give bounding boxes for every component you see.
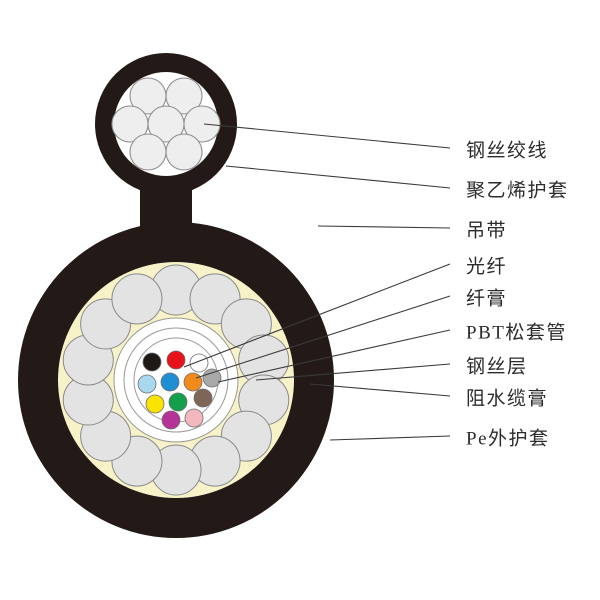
optical-fiber-white xyxy=(189,353,209,373)
leader-line-group xyxy=(183,123,451,441)
leader-line-optical-fiber xyxy=(183,263,451,368)
steel-wire-strand xyxy=(165,77,203,115)
optical-fiber-yellow xyxy=(145,394,165,414)
label-optical-fiber: 光纤 xyxy=(466,255,507,277)
optical-fiber-light-blue xyxy=(137,374,157,394)
label-pbt-loose-tube: PBT松套管 xyxy=(466,321,567,343)
leader-line-pe-outer-jacket xyxy=(329,435,451,441)
optical-fiber-blue xyxy=(160,372,180,392)
optical-fiber-group xyxy=(137,350,222,430)
leader-line-support-strap xyxy=(317,225,451,229)
leader-line-pbt-loose-tube xyxy=(217,329,451,383)
steel-wire-strand-group xyxy=(111,77,221,171)
steel-wire-strand xyxy=(183,105,221,143)
steel-wire-strand xyxy=(129,133,167,171)
main-cable-unit xyxy=(18,222,334,538)
optical-fiber-magenta xyxy=(161,410,181,430)
leader-line-fiber-grease xyxy=(195,295,451,379)
label-support-strap: 吊带 xyxy=(466,219,507,241)
optical-fiber-brown xyxy=(193,388,213,408)
label-steel-wire-layer: 钢丝层 xyxy=(466,355,528,377)
leader-line-steel-wire-layer xyxy=(255,363,451,381)
optical-fiber-grey xyxy=(202,368,222,388)
label-polyethylene-sheath: 聚乙烯护套 xyxy=(466,179,569,201)
leader-line-steel-wire-strand xyxy=(203,123,451,149)
steel-wire-layer-group xyxy=(62,264,290,496)
optical-fiber-green xyxy=(168,392,188,412)
optical-fiber-red xyxy=(166,350,186,370)
optical-fiber-black xyxy=(142,352,162,372)
optical-fiber-pink xyxy=(184,408,204,428)
messenger-unit xyxy=(95,53,237,195)
label-water-blocking-compound: 阻水缆膏 xyxy=(466,386,548,409)
leader-line-polyethylene-sheath xyxy=(225,165,451,189)
steel-wire-armor xyxy=(111,273,163,325)
leader-line-water-blocking-compound xyxy=(309,383,451,397)
optical-fiber-orange xyxy=(183,372,203,392)
label-pe-outer-jacket: Pe外护套 xyxy=(466,427,550,449)
label-steel-wire-strand: 钢丝绞线 xyxy=(466,139,548,161)
label-fiber-grease: 纤膏 xyxy=(466,286,507,309)
steel-wire-strand xyxy=(165,133,203,171)
